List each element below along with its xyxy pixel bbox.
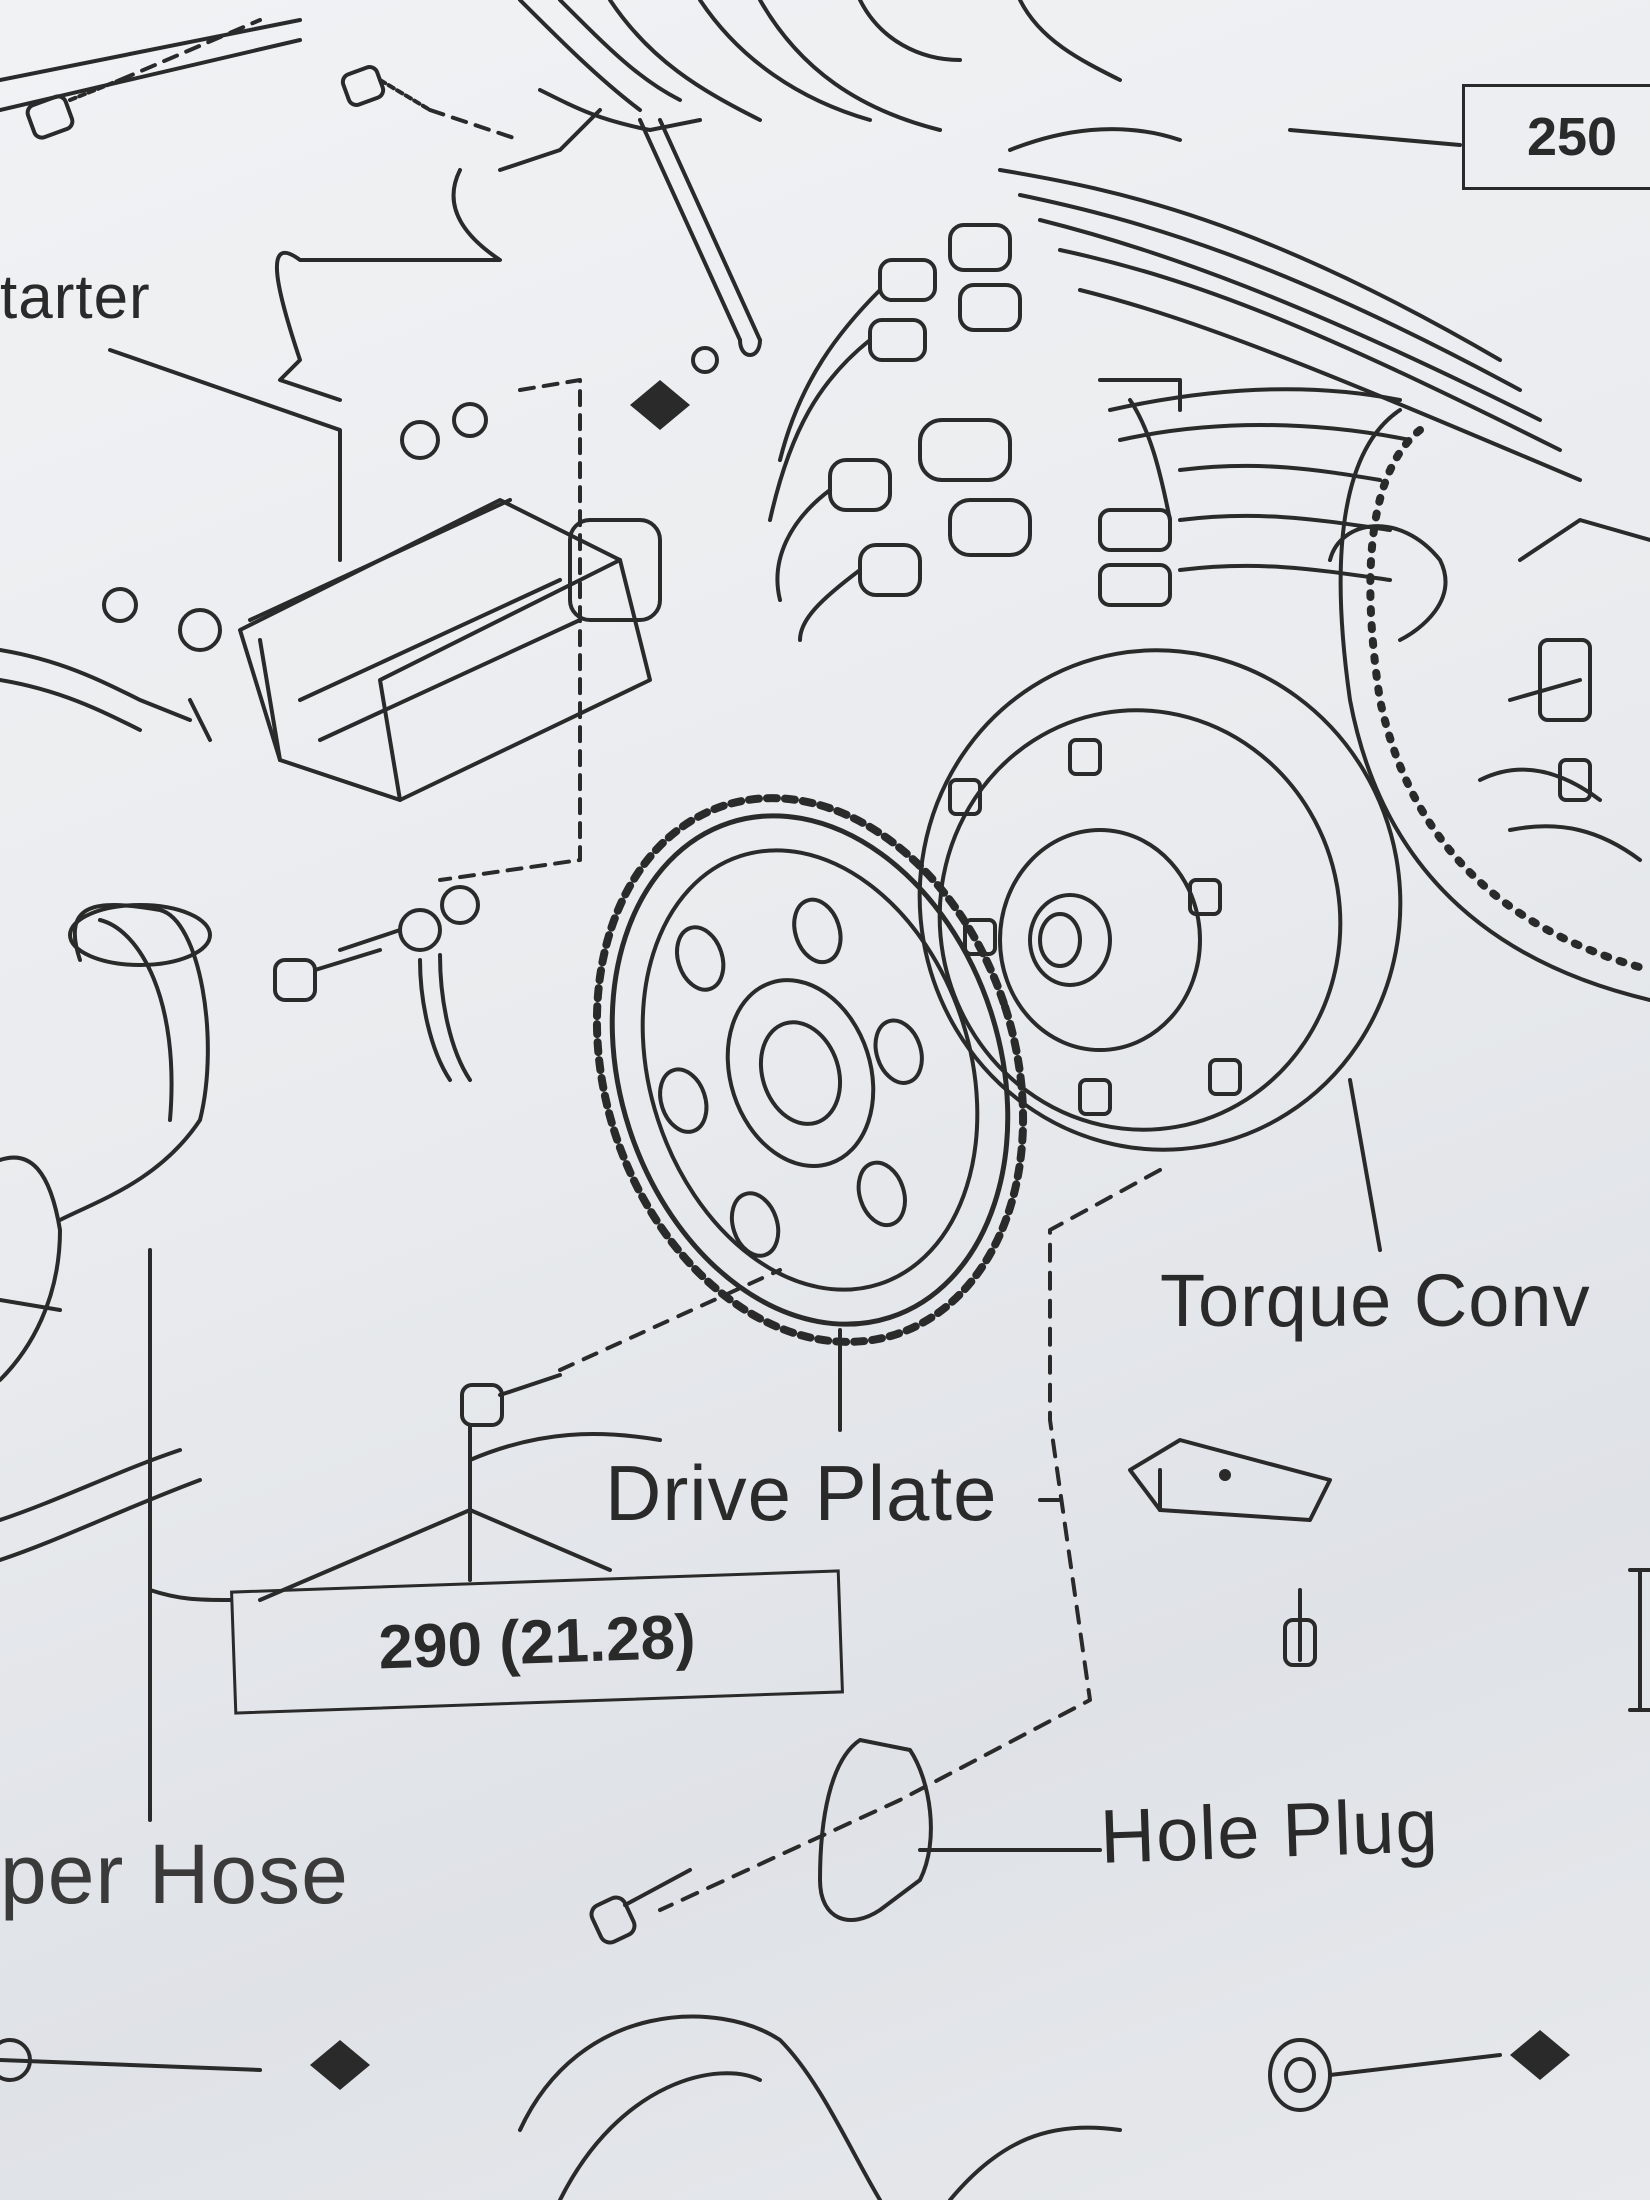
harness-connectors [768,223,1172,642]
torque-spec-box-top: 250 [1462,84,1650,190]
torque-converter-label: Torque Conv [1160,1259,1591,1342]
diamond-icon [310,2040,370,2090]
cover-plate [1128,1438,1332,1667]
torque-spec-value: 290 (21.28) [377,1601,697,1683]
upper-hose-label: per Hose [0,1827,349,1921]
drive-plate [592,794,1028,1346]
torque-spec-value: 250 [1526,107,1618,167]
drive-plate-bolt [258,1268,842,1602]
hole-plug [589,1738,1102,1945]
hole-plug-dash-line [658,1168,1162,1912]
upper-hose [0,903,232,1822]
starter-label: tarter [0,263,151,332]
diamond-icon [1510,2030,1570,2080]
drive-plate-label: Drive Plate [605,1449,998,1537]
label-leaders [108,128,1462,1502]
transmission-housing [1328,408,1650,1002]
torque-spec-box-drive-plate: 290 (21.28) [230,1569,844,1715]
torque-converter [917,648,1403,1252]
wiring-harness [518,0,1582,582]
diamond-icon [630,380,690,430]
top-bolts [25,18,522,142]
hole-plug-label: Hole Plug [1098,1783,1440,1880]
bottom-components [0,1568,1650,2200]
tube-bracket [0,18,762,402]
starter-motor [0,378,662,1082]
